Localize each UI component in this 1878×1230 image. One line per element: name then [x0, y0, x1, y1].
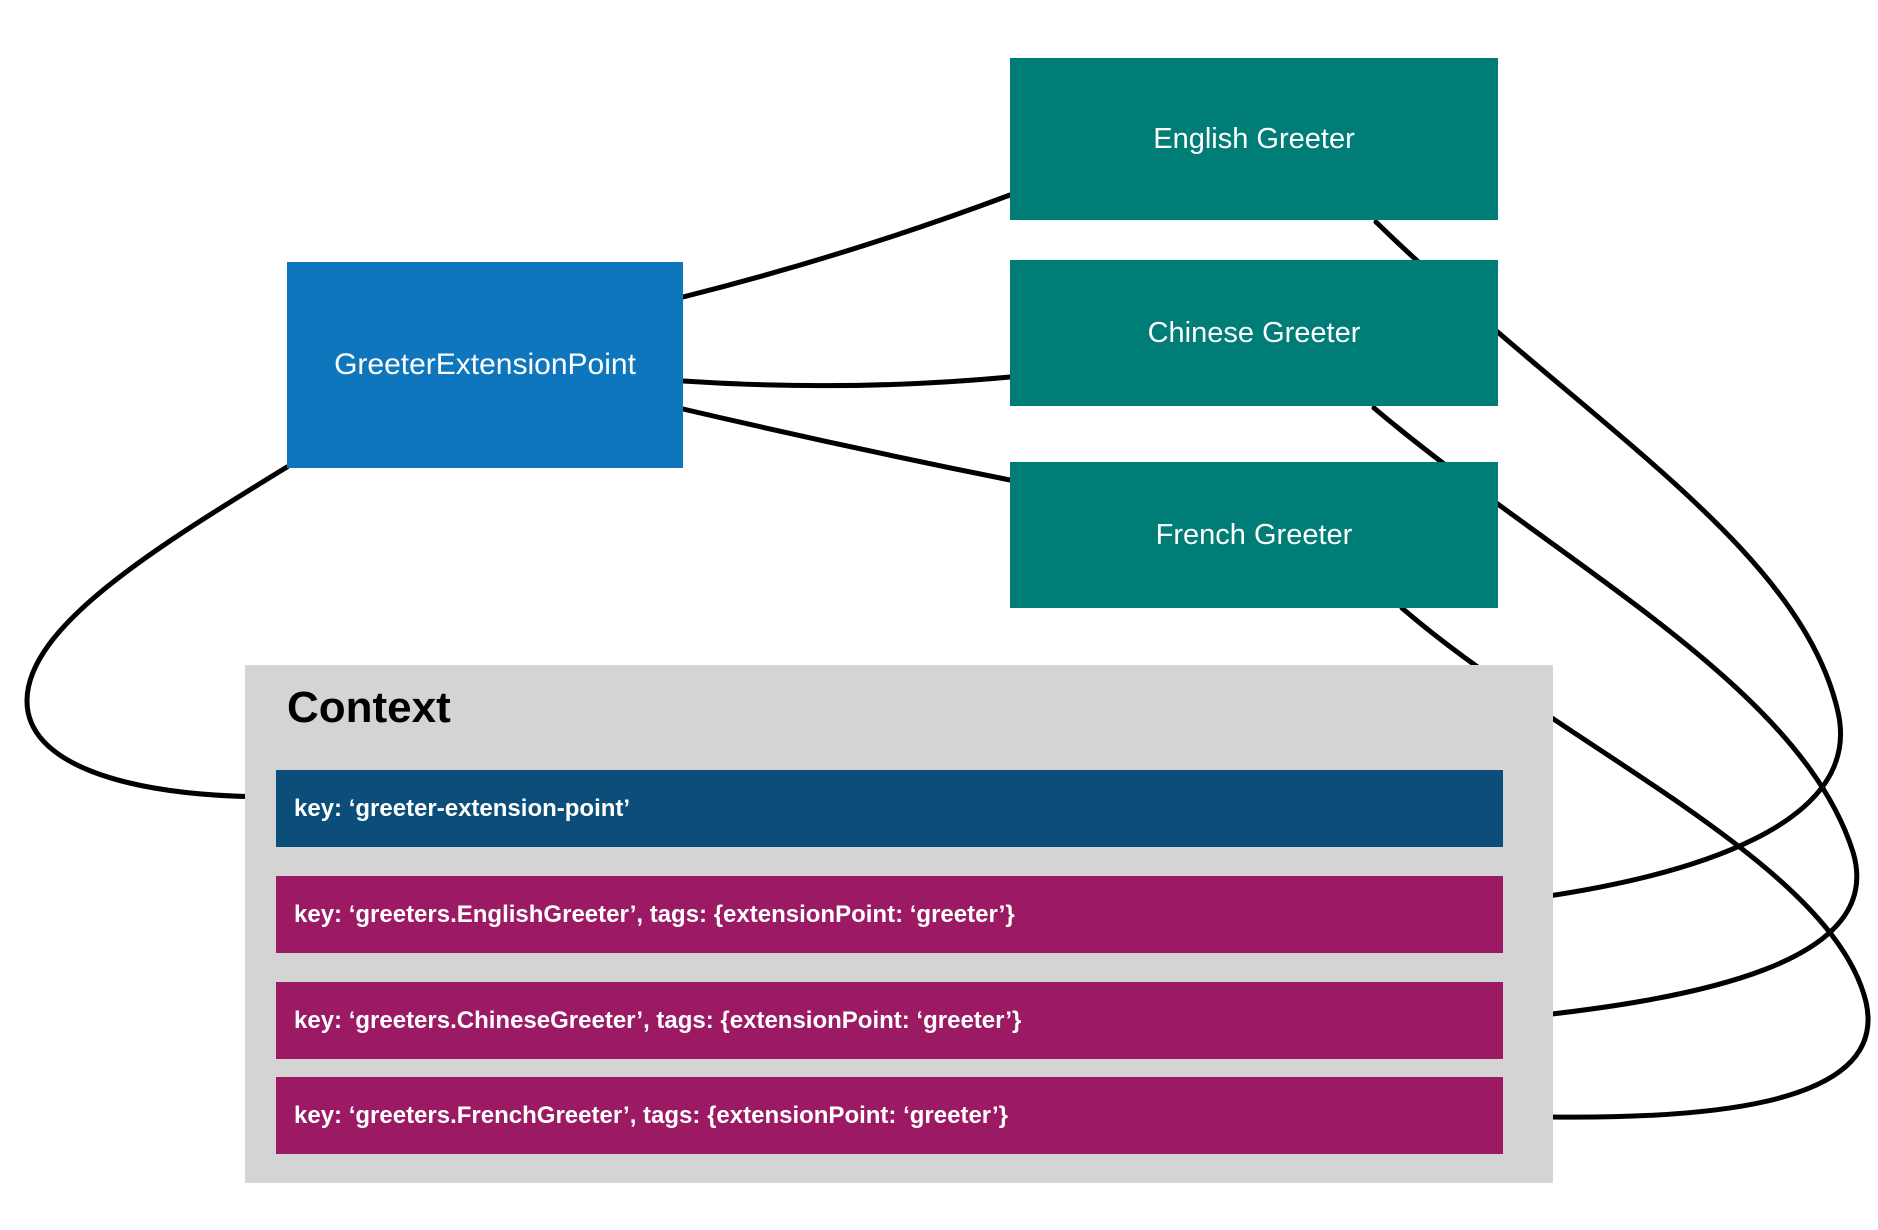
node-greeter-extension-point-label: GreeterExtensionPoint [334, 348, 636, 381]
connector-extensionpoint-english [680, 192, 1013, 300]
connector-extensionpoint-chinese [680, 374, 1013, 389]
node-english-greeter: English Greeter [1010, 58, 1498, 220]
context-panel: Context key: ‘greeter-extension-point’ k… [245, 665, 1553, 1183]
context-entry-french-greeter-key: key: ‘greeters.FrenchGreeter’, tags: {ex… [276, 1077, 1503, 1154]
node-french-greeter: French Greeter [1010, 462, 1498, 608]
node-french-greeter-label: French Greeter [1155, 518, 1353, 551]
context-entry-extension-point-key-text: key: ‘greeter-extension-point’ [294, 794, 631, 822]
context-entry-chinese-greeter-key: key: ‘greeters.ChineseGreeter’, tags: {e… [276, 982, 1503, 1059]
context-entry-english-greeter-key-text: key: ‘greeters.EnglishGreeter’, tags: {e… [294, 900, 1015, 928]
node-greeter-extension-point: GreeterExtensionPoint [287, 262, 683, 468]
context-entry-french-greeter-key-text: key: ‘greeters.FrenchGreeter’, tags: {ex… [294, 1101, 1009, 1129]
node-chinese-greeter: Chinese Greeter [1010, 260, 1498, 406]
node-english-greeter-label: English Greeter [1153, 122, 1355, 155]
connector-extensionpoint-french [680, 406, 1013, 483]
node-chinese-greeter-label: Chinese Greeter [1147, 316, 1361, 349]
context-title: Context [287, 683, 451, 732]
context-entry-extension-point-key: key: ‘greeter-extension-point’ [276, 770, 1503, 847]
context-entry-english-greeter-key: key: ‘greeters.EnglishGreeter’, tags: {e… [276, 876, 1503, 953]
context-entry-chinese-greeter-key-text: key: ‘greeters.ChineseGreeter’, tags: {e… [294, 1006, 1022, 1034]
